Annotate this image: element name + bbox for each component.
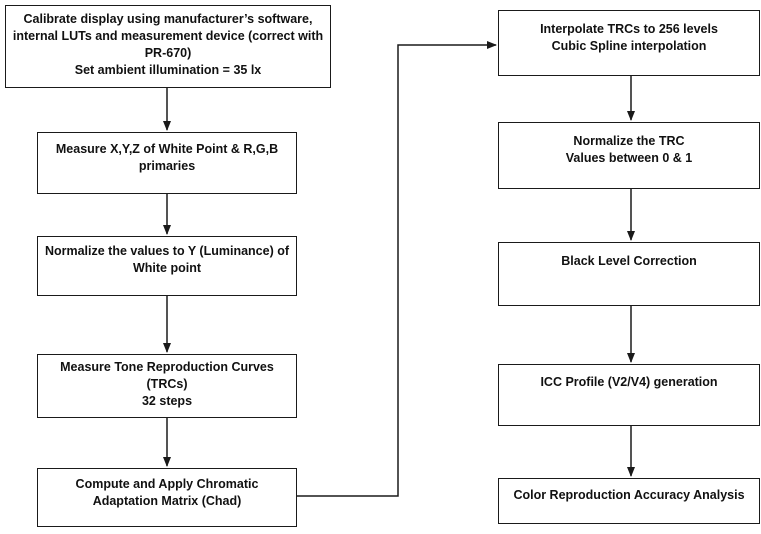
step-text-line: ICC Profile (V2/V4) generation	[540, 375, 718, 389]
step-normalize-trc: Normalize the TRC Values between 0 & 1	[498, 122, 760, 189]
step-calibrate-display: Calibrate display using manufacturer’s s…	[5, 5, 331, 88]
step-text-line: Adaptation Matrix (Chad)	[92, 494, 242, 508]
step-text-line: PR-670)	[144, 46, 192, 60]
step-text-line: Set ambient illumination = 35 lx	[74, 63, 262, 77]
step-text-line: Interpolate TRCs to 256 levels	[540, 22, 718, 36]
step-text-line: (TRCs)	[146, 377, 188, 391]
step-text-line: Normalize the values to Y (Luminance) of	[44, 244, 290, 258]
step-text-line: White point	[132, 261, 202, 275]
step-icc-profile-generation: ICC Profile (V2/V4) generation	[498, 364, 760, 426]
step-text-line: Measure X,Y,Z of White Point & R,G,B	[55, 142, 279, 156]
step-text-line: Values between 0 & 1	[565, 151, 693, 165]
step-measure-xyz: Measure X,Y,Z of White Point & R,G,B pri…	[37, 132, 297, 194]
step-text-line: Cubic Spline interpolation	[551, 39, 707, 53]
step-text-line: internal LUTs and measurement device (co…	[12, 29, 324, 43]
step-text-line: primaries	[138, 159, 196, 173]
step-color-accuracy-analysis: Color Reproduction Accuracy Analysis	[498, 478, 760, 524]
step-text-line: Normalize the TRC	[573, 134, 685, 148]
step-normalize-luminance: Normalize the values to Y (Luminance) of…	[37, 236, 297, 296]
step-text-line: Calibrate display using manufacturer’s s…	[23, 12, 313, 26]
step-text-line: Black Level Correction	[561, 254, 697, 268]
step-chromatic-adaptation: Compute and Apply Chromatic Adaptation M…	[37, 468, 297, 527]
step-interpolate-trc: Interpolate TRCs to 256 levels Cubic Spl…	[498, 10, 760, 76]
step-text-line: Compute and Apply Chromatic	[75, 477, 259, 491]
step-text-line: 32 steps	[141, 394, 193, 408]
step-text-line: Color Reproduction Accuracy Analysis	[513, 488, 745, 502]
step-measure-trc: Measure Tone Reproduction Curves (TRCs) …	[37, 354, 297, 418]
arrow-step5-to-step6	[297, 41, 497, 497]
step-black-level-correction: Black Level Correction	[498, 242, 760, 306]
step-text-line: Measure Tone Reproduction Curves	[60, 360, 274, 374]
